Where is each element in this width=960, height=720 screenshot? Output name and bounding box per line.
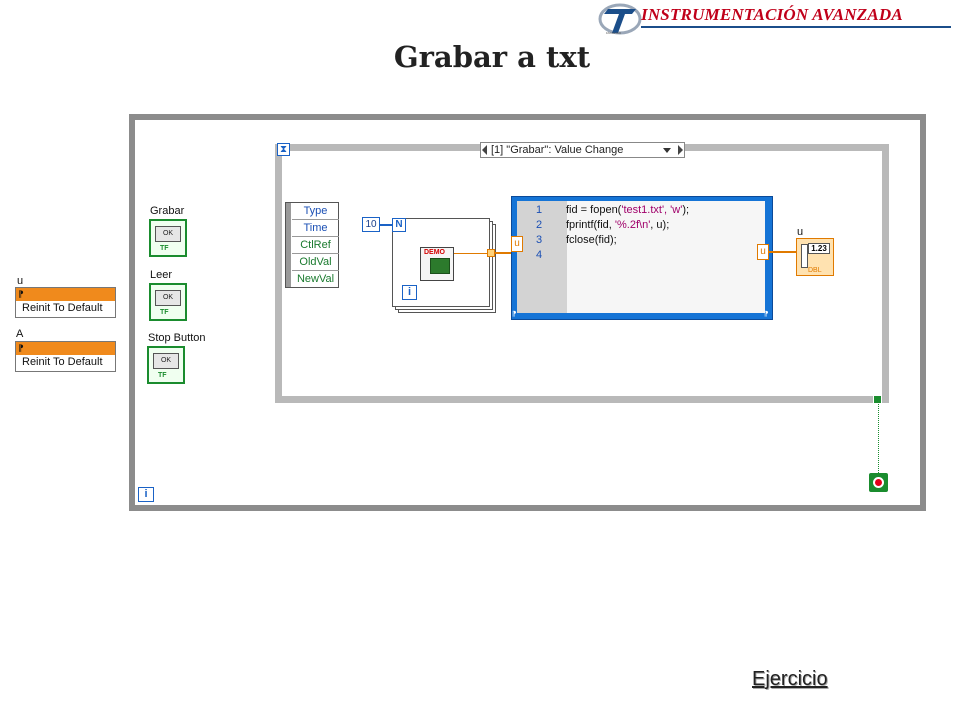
count-wire [380, 224, 393, 226]
indicator-type-label: DBL [808, 267, 822, 274]
event-data-item-newval[interactable]: NewVal [296, 273, 335, 285]
for-loop-count-terminal[interactable]: N [392, 218, 406, 232]
script-line-2: fprintf(fid, '%.2f\n', u); [566, 219, 670, 231]
invoke-method-label: Reinit To Default [22, 302, 103, 314]
ok-button-icon: OK [155, 226, 181, 242]
svg-text:FACULTAD: FACULTAD [606, 31, 622, 35]
grabar-button-terminal[interactable]: OK TF [149, 219, 187, 257]
invoke-node-a-reinit[interactable]: ⁋ Reinit To Default [15, 341, 116, 372]
event-data-item-type[interactable]: Type [292, 203, 339, 220]
faculty-logo-icon: FACULTAD [598, 3, 642, 35]
leer-button-terminal[interactable]: OK TF [149, 283, 187, 321]
event-case-selector[interactable]: [1] "Grabar": Value Change [480, 142, 685, 158]
script-line-number: 4 [536, 249, 543, 261]
ok-button-icon: OK [155, 290, 181, 306]
script-line-number: 3 [536, 234, 543, 246]
stop-wire [878, 403, 879, 475]
for-loop-iteration-terminal[interactable]: i [402, 285, 417, 300]
previous-case-arrow-icon[interactable] [482, 145, 487, 155]
invoke-label-a: A [16, 328, 24, 340]
timeout-hourglass-icon[interactable]: ⧗ [277, 143, 290, 156]
brand-title: INSTRUMENTACIÓN AVANZADA [641, 5, 903, 24]
data-wire [495, 252, 511, 254]
script-line-1: fid = fopen('test1.txt', 'w'); [566, 204, 690, 216]
script-node-marker-icon: ⁋ [764, 311, 769, 318]
demo-vi-label: DEMO [424, 249, 445, 256]
script-output-terminal[interactable]: u [757, 244, 769, 260]
invoke-method-label: Reinit To Default [22, 356, 103, 368]
invoke-node-header: ⁋ [16, 288, 115, 301]
script-line-3: fclose(fid); [566, 234, 617, 246]
stop-button-terminal[interactable]: OK TF [147, 346, 185, 384]
numeric-display-icon: 1.23 [808, 243, 830, 254]
event-data-node[interactable]: Type Time CtlRef OldVal NewVal [285, 202, 339, 288]
stop-icon [873, 477, 884, 488]
for-loop-output-tunnel[interactable] [487, 249, 495, 257]
event-tunnel [873, 395, 882, 404]
page-title: Grabar a txt [393, 40, 591, 74]
chevron-down-icon[interactable] [663, 148, 671, 153]
event-data-item-oldval[interactable]: OldVal [292, 254, 339, 271]
event-case-label: [1] "Grabar": Value Change [491, 144, 624, 156]
property-icon: ⁋ [18, 289, 24, 299]
data-wire [454, 253, 494, 254]
event-data-node-stripe [286, 203, 291, 287]
script-line-gutter [517, 201, 567, 313]
array-index-display [801, 244, 808, 268]
script-line-number: 1 [536, 204, 543, 216]
script-code-area[interactable] [567, 201, 765, 313]
invoke-label-u: u [17, 275, 24, 287]
script-input-terminal[interactable]: u [511, 236, 523, 252]
indicator-label-u: u [797, 226, 804, 238]
loop-count-constant[interactable]: 10 [362, 217, 380, 232]
data-wire [769, 251, 797, 253]
next-case-arrow-icon[interactable] [678, 145, 683, 155]
invoke-node-u-reinit[interactable]: ⁋ Reinit To Default [15, 287, 116, 318]
boolean-type-label: TF [160, 309, 169, 316]
boolean-type-label: TF [158, 372, 167, 379]
event-data-item-time[interactable]: Time [292, 220, 339, 237]
event-data-item-ctlref[interactable]: CtlRef [292, 237, 339, 254]
invoke-node-header: ⁋ [16, 342, 115, 355]
waveform-graph-icon [430, 258, 450, 274]
while-loop-iteration-terminal[interactable]: i [138, 487, 154, 502]
ok-button-icon: OK [153, 353, 179, 369]
boolean-type-label: TF [160, 245, 169, 252]
exercise-link[interactable]: Ejercicio [752, 668, 828, 690]
stop-button-label: Stop Button [148, 332, 206, 344]
script-line-number: 2 [536, 219, 543, 231]
script-node-marker-icon: ⁋ [512, 311, 517, 318]
leer-label: Leer [150, 269, 173, 281]
property-icon: ⁋ [18, 343, 24, 353]
brand-underline [641, 26, 951, 28]
grabar-label: Grabar [150, 205, 185, 217]
